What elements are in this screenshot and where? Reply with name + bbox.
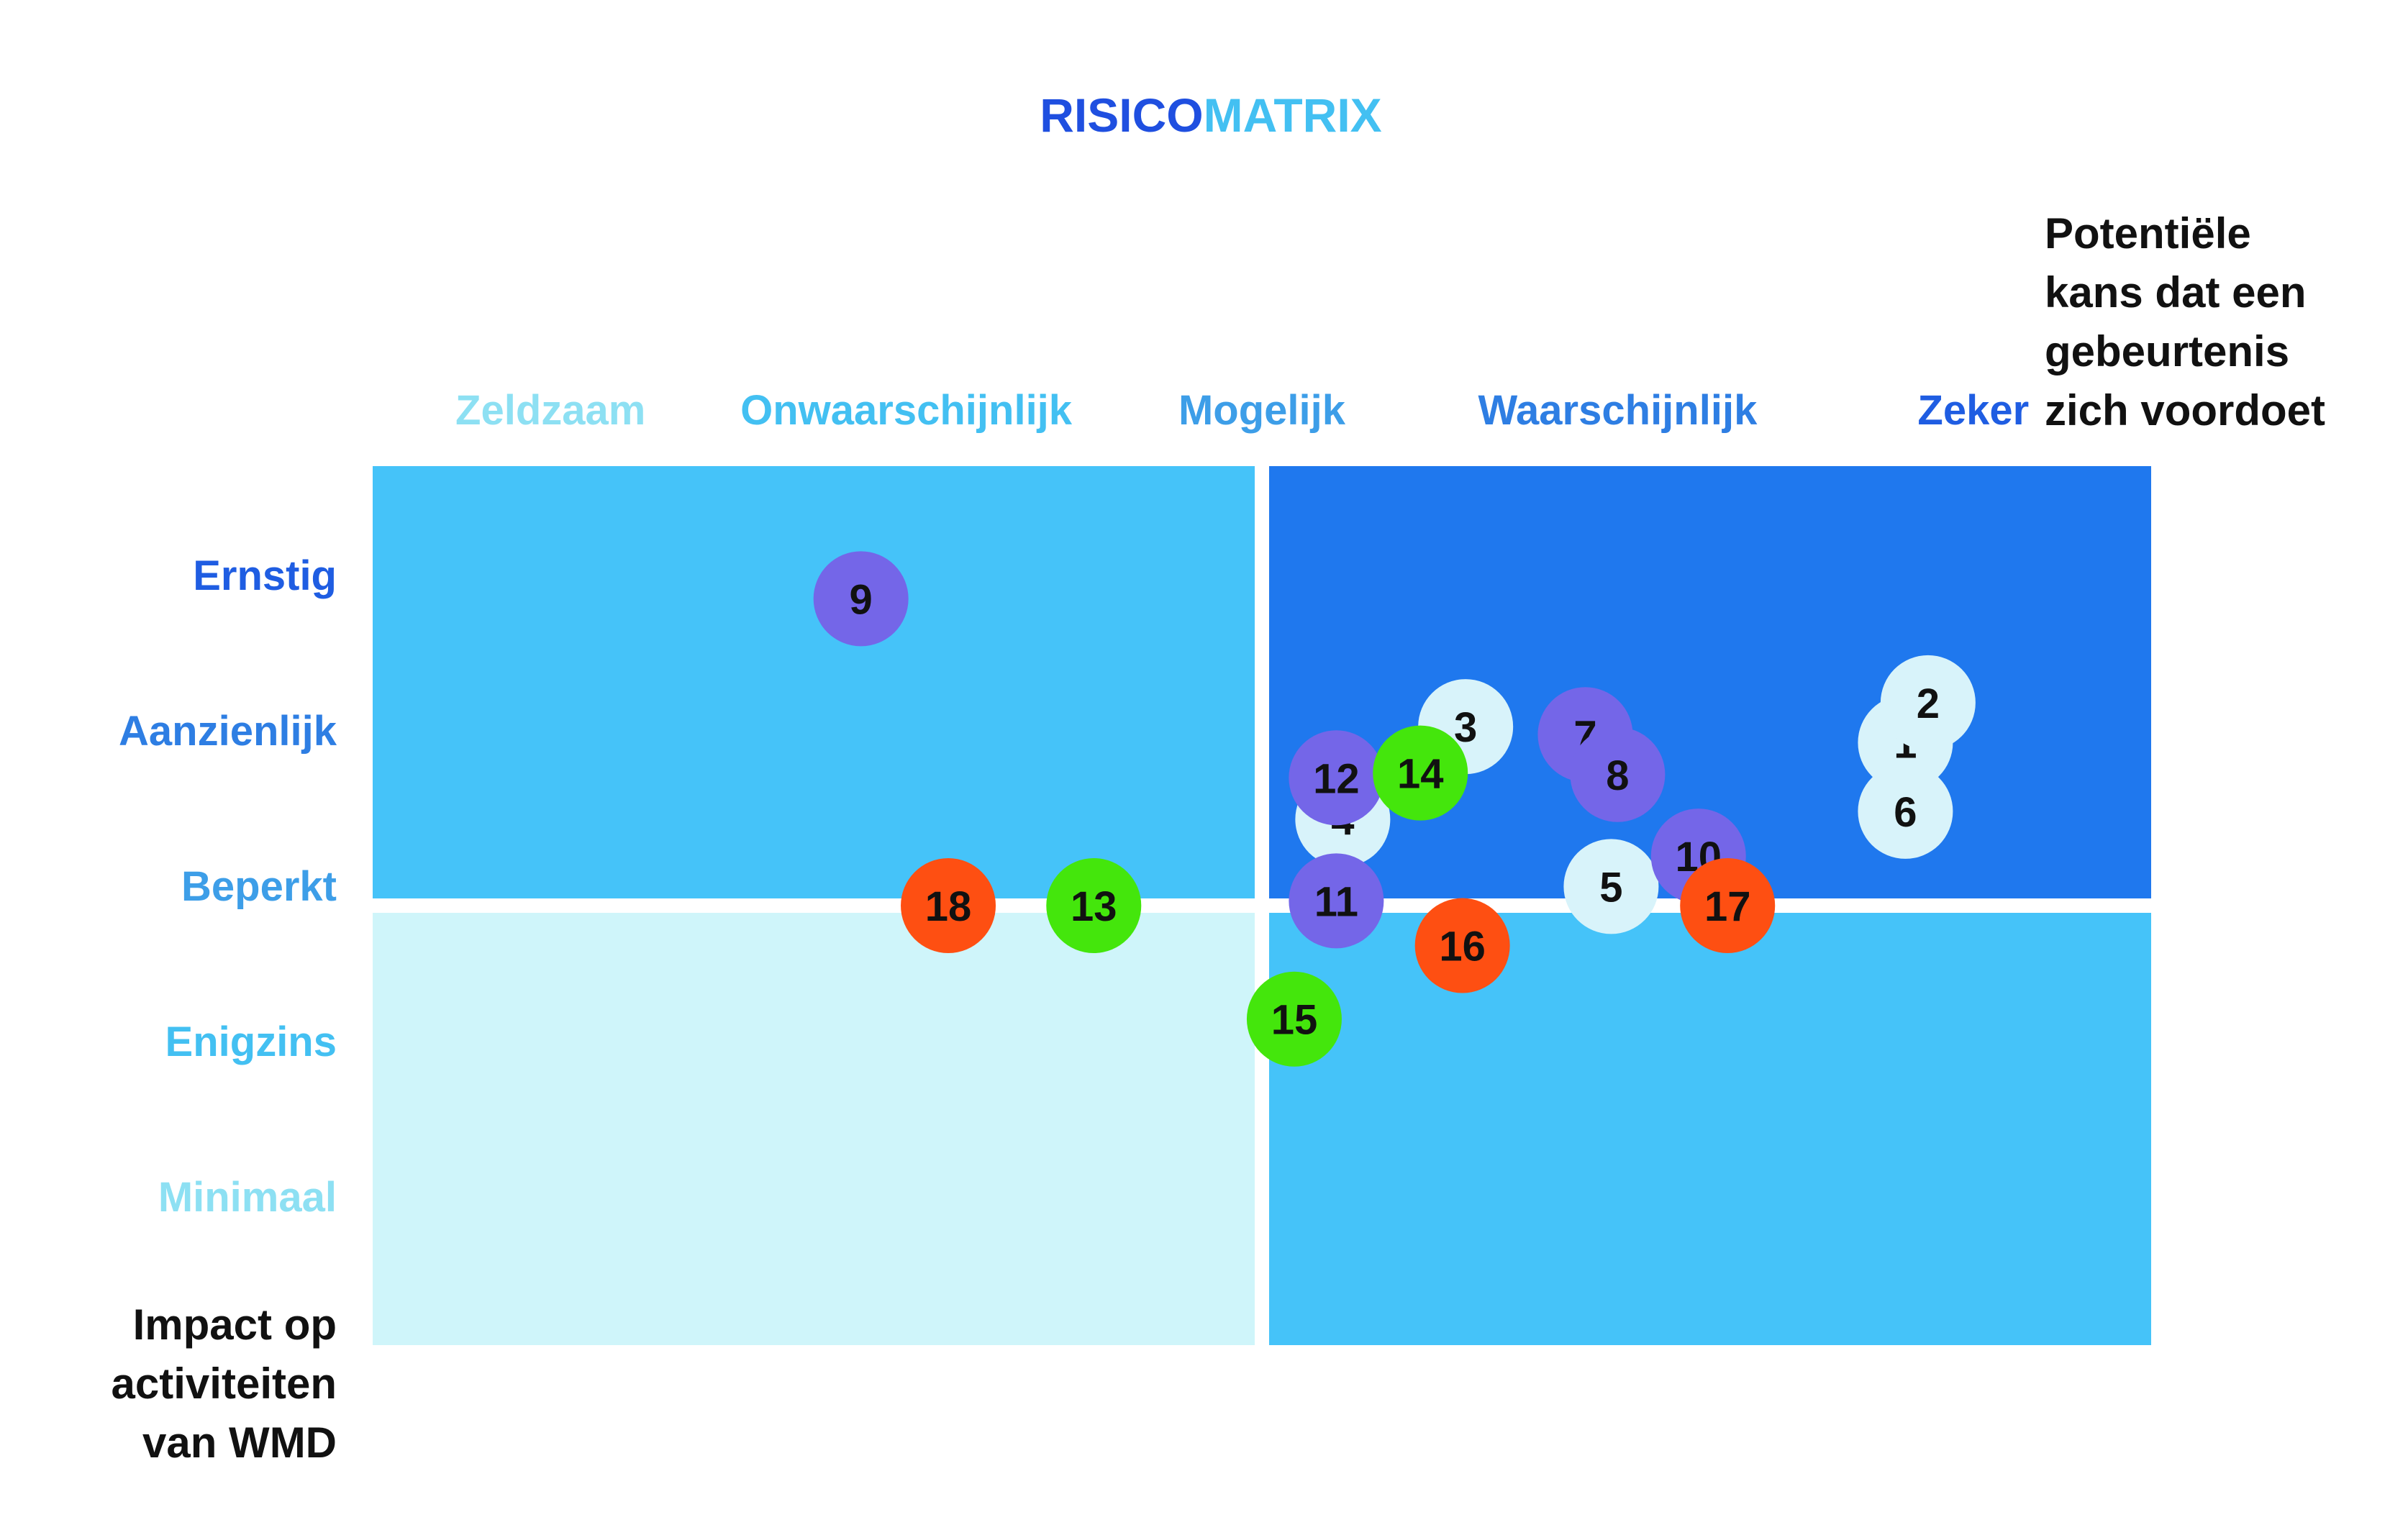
risk-point-label: 2 xyxy=(1917,680,1940,727)
risk-point-label: 14 xyxy=(1397,751,1444,798)
risk-point-marker xyxy=(1289,730,1384,826)
x-category-label: Mogelijk xyxy=(1178,387,1346,434)
x-category-label: Zeldzaam xyxy=(455,387,645,434)
risk-point-marker xyxy=(813,551,909,647)
risk-point: 15 xyxy=(1246,971,1342,1067)
y-axis-title-line: Impact op xyxy=(133,1301,337,1349)
y-category-label: Enigzins xyxy=(165,1019,337,1065)
risk-point-label: 18 xyxy=(925,883,972,930)
y-axis-title-line: activiteiten xyxy=(112,1360,337,1408)
x-axis-title-line: kans dat een xyxy=(2045,268,2307,317)
risk-point: 17 xyxy=(1680,858,1776,953)
risk-point-label: 12 xyxy=(1313,755,1360,802)
quadrant-bottom-left xyxy=(373,913,1255,1345)
x-axis-title-line: gebeurtenis xyxy=(2045,327,2289,375)
risk-point-label: 5 xyxy=(1599,864,1622,911)
risk-point: 16 xyxy=(1414,898,1510,993)
quadrant-bottom-right xyxy=(1269,913,2151,1345)
risk-point-label: 8 xyxy=(1606,752,1629,799)
risk-point: 18 xyxy=(901,858,996,953)
risk-point-marker xyxy=(1046,858,1142,953)
risk-point-label: 13 xyxy=(1071,883,1117,930)
risk-point-marker xyxy=(1858,763,1953,859)
quadrant-top-left xyxy=(373,466,1255,898)
chart-title-part-matrix: MATRIX xyxy=(1204,88,1382,142)
x-category-label: Zeker xyxy=(1917,387,2029,434)
risk-point: 8 xyxy=(1570,727,1666,822)
risk-point-label: 3 xyxy=(1454,704,1477,751)
risk-point: 12 xyxy=(1289,730,1384,826)
y-category-label: Ernstig xyxy=(193,552,337,599)
y-axis-title-line: van WMD xyxy=(142,1419,337,1467)
y-axis-title: Impact op activiteiten van WMD xyxy=(112,1301,337,1467)
risk-point: 14 xyxy=(1373,725,1468,821)
risk-point-marker xyxy=(1570,727,1666,822)
x-axis-title-line: zich voordoet xyxy=(2045,386,2325,434)
risk-point-marker xyxy=(1289,853,1384,949)
risk-point-label: 11 xyxy=(1314,878,1358,925)
x-category-label: Waarschijnlijk xyxy=(1478,387,1758,434)
x-axis-title-line: Potentiële xyxy=(2045,209,2251,258)
risk-point-label: 16 xyxy=(1439,924,1486,970)
risk-point-marker xyxy=(1373,725,1468,821)
risk-point: 5 xyxy=(1563,839,1659,934)
x-axis-title: Potentiële kans dat een gebeurtenis zich vo… xyxy=(2045,209,2325,434)
risk-point: 11 xyxy=(1289,853,1384,949)
y-category-label: Aanzienlijk xyxy=(119,708,337,755)
risk-point: 2 xyxy=(1880,655,1976,750)
risk-point-marker xyxy=(1880,655,1976,750)
risk-point-label: 9 xyxy=(850,576,873,623)
risk-point: 13 xyxy=(1046,858,1142,953)
risk-point-marker xyxy=(1414,898,1510,993)
risk-point: 6 xyxy=(1858,763,1953,859)
y-category-label: Beperkt xyxy=(181,863,337,910)
chart-title-part-risico: RISICO xyxy=(1040,88,1203,142)
y-axis-categories: ErnstigAanzienlijkBeperktEnigzinsMinimaa… xyxy=(119,552,337,1221)
risk-point: 9 xyxy=(813,551,909,647)
x-category-label: Onwaarschijnlijk xyxy=(740,387,1073,434)
risk-point-marker xyxy=(1680,858,1776,953)
data-points: 123456789101112131415161718 xyxy=(813,551,1976,1067)
risk-point-marker xyxy=(1563,839,1659,934)
risk-point-marker xyxy=(901,858,996,953)
risk-point-label: 15 xyxy=(1271,997,1318,1044)
risk-point-label: 17 xyxy=(1704,883,1751,930)
y-category-label: Minimaal xyxy=(158,1174,337,1221)
risk-point-label: 6 xyxy=(1894,789,1917,836)
risk-point-marker xyxy=(1246,971,1342,1067)
quadrants xyxy=(373,466,2151,1345)
x-axis-categories: Zeldzaam Onwaarschijnlijk Mogelijk Waarschi… xyxy=(455,387,2029,434)
chart-title: RISICOMATRIX xyxy=(1040,88,1381,142)
